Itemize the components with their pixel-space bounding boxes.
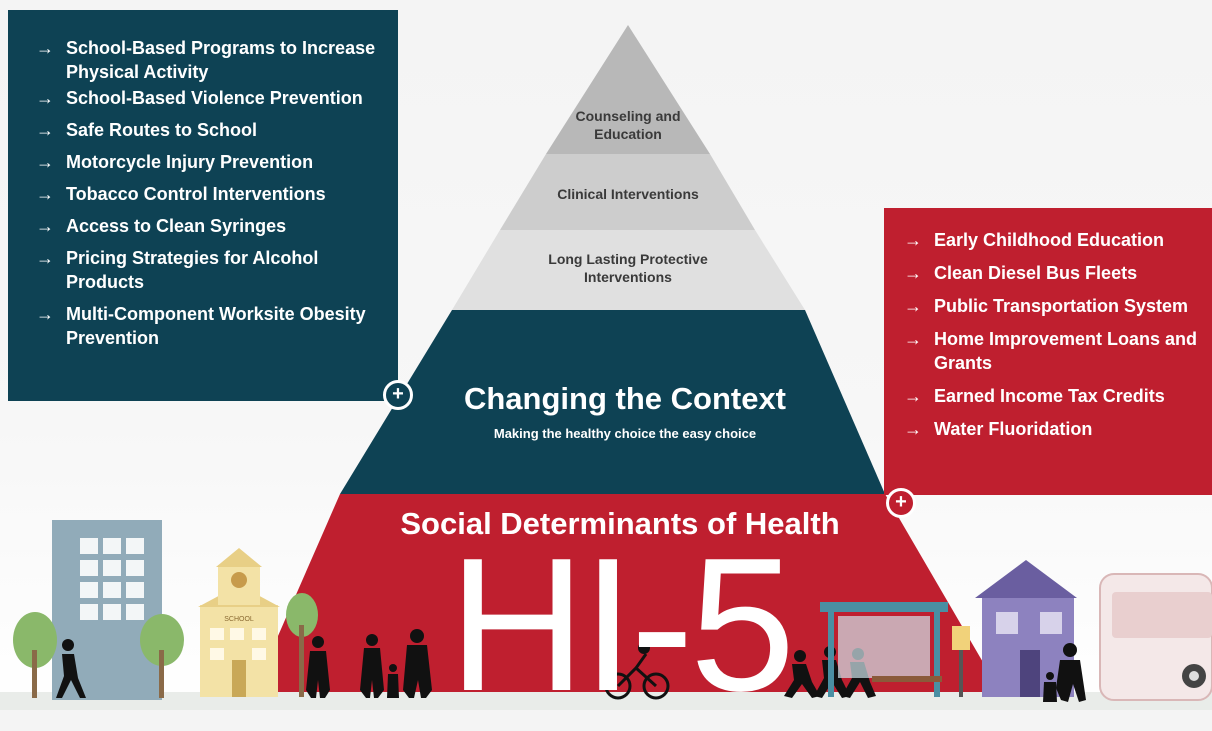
right-interventions-panel: →Early Childhood Education →Clean Diesel… (884, 208, 1212, 495)
walking-person (56, 639, 86, 698)
person-standing (306, 636, 330, 698)
list-item: →Water Fluoridation (904, 419, 1093, 439)
plus-icon-context: + (383, 380, 413, 410)
arrow-icon: → (904, 419, 922, 439)
arrow-icon: → (904, 263, 922, 283)
list-item: →Access to Clean Syringes (36, 216, 287, 236)
tier-clinical-label: Clinical Interventions (557, 186, 699, 202)
list-item: →Tobacco Control Interventions (36, 184, 326, 204)
pyramid-diagram: SCHOOL (0, 25, 1212, 710)
list-item: →School-Based Violence Prevention (36, 88, 363, 108)
tier-protective-label: Long Lasting Protective Interventions (548, 251, 708, 285)
parent-child (1043, 643, 1086, 702)
arrow-icon: → (36, 120, 54, 140)
arrow-icon: → (36, 38, 54, 58)
context-title: Changing the Context (463, 381, 787, 416)
list-item: →Multi-Component Worksite Obesity Preven… (36, 304, 366, 348)
arrow-icon: → (904, 329, 922, 349)
family-group (360, 629, 432, 698)
list-item: →Earned Income Tax Credits (904, 386, 1165, 406)
context-subtitle: Making the healthy choice the easy choic… (493, 426, 757, 441)
right-intervention-list: →Early Childhood Education →Clean Diesel… (902, 228, 1202, 441)
list-item: →Early Childhood Education (904, 230, 1165, 250)
list-item: →Motorcycle Injury Prevention (36, 152, 314, 172)
list-item: →School-Based Programs to Increase Physi… (36, 38, 376, 82)
tier-context (340, 310, 885, 494)
list-item: →Safe Routes to School (36, 120, 258, 140)
list-item: →Pricing Strategies for Alcohol Products (36, 248, 319, 292)
arrow-icon: → (36, 216, 54, 236)
arrow-icon: → (904, 296, 922, 316)
list-item: →Clean Diesel Bus Fleets (904, 263, 1138, 283)
cyclist (604, 642, 670, 700)
arrow-icon: → (36, 88, 54, 108)
plus-icon-sdh: + (886, 488, 916, 518)
arrow-icon: → (36, 304, 54, 324)
bus (1099, 573, 1212, 701)
arrow-icon: → (36, 248, 54, 268)
left-interventions-panel: →School-Based Programs to Increase Physi… (8, 10, 398, 401)
tier-social-determinants (250, 494, 1005, 700)
left-intervention-list: →School-Based Programs to Increase Physi… (34, 36, 378, 350)
arrow-icon: → (904, 386, 922, 406)
list-item: →Home Improvement Loans and Grants (904, 329, 1198, 373)
tier-counseling (546, 25, 710, 154)
sdh-title: Social Determinants of Health (400, 506, 840, 541)
list-item: →Public Transportation System (904, 296, 1189, 316)
tree-center-left (286, 593, 318, 697)
tier-counseling-label: Counseling and Education (575, 108, 681, 142)
arrow-icon: → (904, 230, 922, 250)
tree-left (13, 612, 57, 698)
tree-near-school (140, 614, 184, 698)
tier-protective (452, 230, 805, 310)
arrow-icon: → (36, 152, 54, 172)
school-sign: SCHOOL (224, 616, 254, 623)
arrow-icon: → (36, 184, 54, 204)
bus-shelter (820, 602, 970, 697)
school-building: SCHOOL (198, 548, 280, 697)
hi5-logo: HI-5 (448, 519, 796, 731)
tier-clinical (500, 154, 755, 230)
